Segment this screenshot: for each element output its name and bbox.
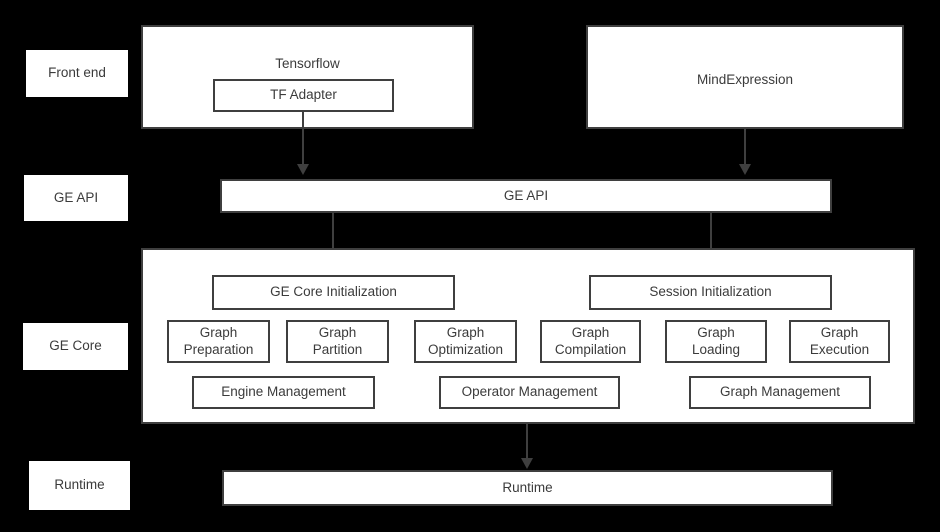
stage-label-runtime: Runtime <box>29 461 130 510</box>
tensorflow-container: Tensorflow <box>141 25 474 129</box>
stage-label-runtime-text: Runtime <box>54 477 105 493</box>
stage-label-ge-api: GE API <box>24 175 128 221</box>
graph-preparation-box[interactable]: Graph Preparation <box>167 320 270 363</box>
graph-preparation-label: Graph Preparation <box>183 325 254 357</box>
runtime-box[interactable]: Runtime <box>222 470 833 506</box>
graph-management-box[interactable]: Graph Management <box>689 376 871 409</box>
arrow-tf-adapter-to-ge-api-line <box>302 112 304 168</box>
stage-label-ge-core-text: GE Core <box>49 338 102 354</box>
graph-optimization-label: Graph Optimization <box>427 325 504 357</box>
engine-management-box[interactable]: Engine Management <box>192 376 375 409</box>
stage-label-ge-core: GE Core <box>23 323 128 370</box>
arrow-mindexpression-to-ge-api-line <box>744 129 746 168</box>
mindexpression-title: MindExpression <box>696 72 794 87</box>
stage-label-front-end: Front end <box>26 50 128 97</box>
ge-api-label: GE API <box>503 187 549 203</box>
graph-optimization-box[interactable]: Graph Optimization <box>414 320 517 363</box>
engine-management-label: Engine Management <box>221 384 346 400</box>
tensorflow-title: Tensorflow <box>275 56 340 71</box>
graph-execution-box[interactable]: Graph Execution <box>789 320 890 363</box>
graph-compilation-label: Graph Compilation <box>554 325 627 357</box>
graph-management-label: Graph Management <box>719 384 841 400</box>
tf-adapter-box[interactable]: TF Adapter <box>213 79 394 112</box>
ge-api-box[interactable]: GE API <box>220 179 832 213</box>
graph-execution-label: Graph Execution <box>809 325 870 357</box>
arrow-ge-core-to-runtime-line <box>526 424 528 462</box>
session-initialization-label: Session Initialization <box>649 284 772 300</box>
graph-partition-box[interactable]: Graph Partition <box>286 320 389 363</box>
session-initialization-box[interactable]: Session Initialization <box>589 275 832 310</box>
stage-label-ge-api-text: GE API <box>53 189 99 205</box>
arrow-mindexpression-to-ge-api-head <box>739 164 751 175</box>
arrow-ge-api-to-session-init-line <box>710 213 712 263</box>
graph-compilation-box[interactable]: Graph Compilation <box>540 320 641 363</box>
graph-loading-label: Graph Loading <box>691 325 741 357</box>
stage-label-front-end-text: Front end <box>48 65 106 81</box>
tf-adapter-label: TF Adapter <box>270 87 337 103</box>
graph-partition-label: Graph Partition <box>312 325 363 357</box>
mindexpression-container: MindExpression <box>586 25 904 129</box>
runtime-label: Runtime <box>502 479 553 495</box>
operator-management-label: Operator Management <box>461 384 598 400</box>
arrow-ge-core-to-runtime-head <box>521 458 533 469</box>
ge-core-initialization-label: GE Core Initialization <box>270 284 397 300</box>
operator-management-box[interactable]: Operator Management <box>439 376 620 409</box>
arrow-tf-adapter-to-ge-api-head <box>297 164 309 175</box>
ge-core-initialization-box[interactable]: GE Core Initialization <box>212 275 455 310</box>
graph-loading-box[interactable]: Graph Loading <box>665 320 767 363</box>
arrow-ge-api-to-ge-core-init-line <box>332 213 334 263</box>
